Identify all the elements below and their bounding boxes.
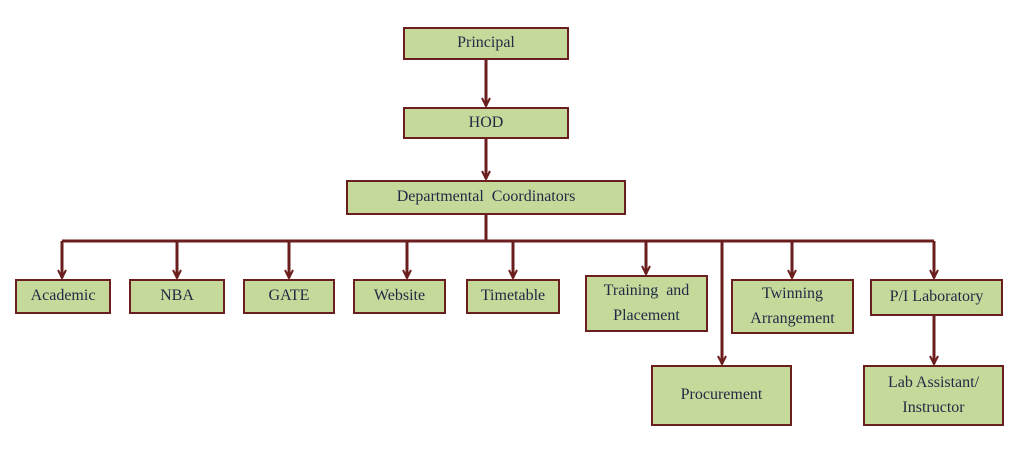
node-hod: HOD [403,107,569,139]
node-departmental-coordinators-label: Departmental Coordinators [396,188,576,206]
node-website: Website [353,279,446,314]
node-twinning-label-line2: Arrangement [750,309,835,327]
node-principal: Principal [403,27,569,60]
node-principal-label: Principal [457,34,515,52]
node-training-and-placement: Training and Placement [585,275,708,332]
node-timetable-label: Timetable [480,287,546,305]
node-pi-laboratory-label: P/I Laboratory [889,288,984,306]
node-departmental-coordinators: Departmental Coordinators [346,180,626,215]
node-academic-label: Academic [30,287,96,305]
node-training-label-line1: Training and [603,281,690,299]
node-pi-laboratory: P/I Laboratory [870,279,1003,316]
node-lab-assistant-label-line2: Instructor [902,398,965,416]
node-procurement-label: Procurement [680,386,763,404]
node-nba: NBA [129,279,225,314]
node-lab-assistant-label-line1: Lab Assistant/ [887,373,980,391]
node-gate: GATE [243,279,335,314]
node-hod-label: HOD [468,113,504,131]
node-nba-label: NBA [160,287,194,305]
node-lab-assistant-instructor: Lab Assistant/ Instructor [863,365,1004,426]
node-website-label: Website [373,287,426,305]
node-training-label-line2: Placement [613,306,680,324]
node-twinning-label-line1: Twinning [761,284,824,302]
node-gate-label: GATE [268,287,310,305]
node-timetable: Timetable [466,279,560,314]
node-academic: Academic [15,279,111,314]
node-procurement: Procurement [651,365,792,426]
node-twinning-arrangement: Twinning Arrangement [731,279,854,334]
